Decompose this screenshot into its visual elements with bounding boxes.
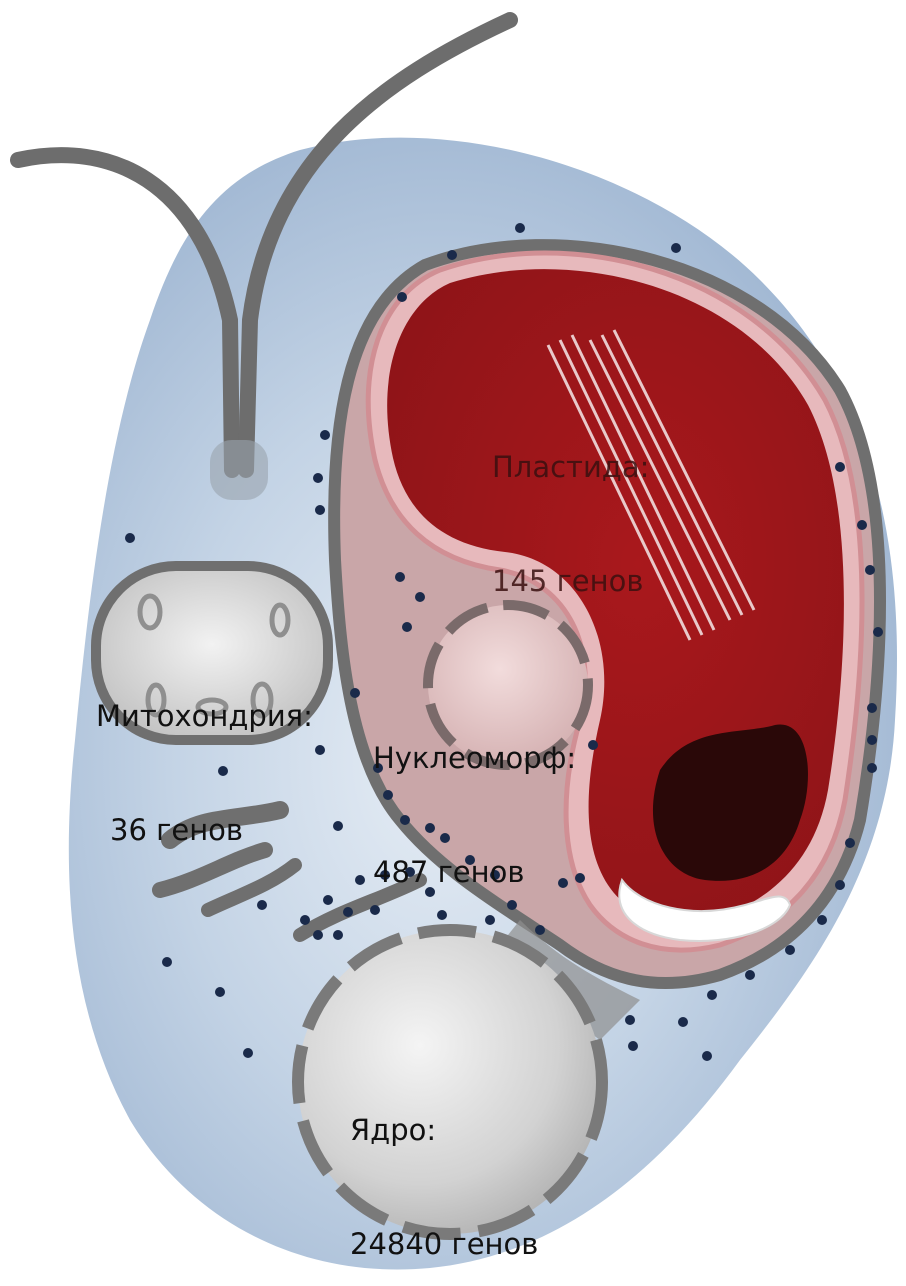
basal-body xyxy=(210,440,268,500)
mitochondrion-gene-count: 36 генов xyxy=(96,811,313,849)
nucleomorph-label: Нуклеоморф: 487 генов xyxy=(373,663,576,967)
plastid-label: Пластида: 145 генов xyxy=(492,372,649,676)
mitochondrion-name: Митохондрия: xyxy=(96,697,313,735)
nucleomorph-gene-count: 487 генов xyxy=(373,853,576,891)
plastid-gene-count: 145 генов xyxy=(492,562,649,600)
mitochondrion-label: Митохондрия: 36 генов xyxy=(96,621,313,925)
nucleus-gene-count: 24840 генов xyxy=(350,1225,538,1263)
nucleomorph-name: Нуклеоморф: xyxy=(373,739,576,777)
nucleus-label: Ядро: 24840 генов xyxy=(350,1035,538,1286)
nucleus-name: Ядро: xyxy=(350,1111,538,1149)
plastid-name: Пластида: xyxy=(492,448,649,486)
